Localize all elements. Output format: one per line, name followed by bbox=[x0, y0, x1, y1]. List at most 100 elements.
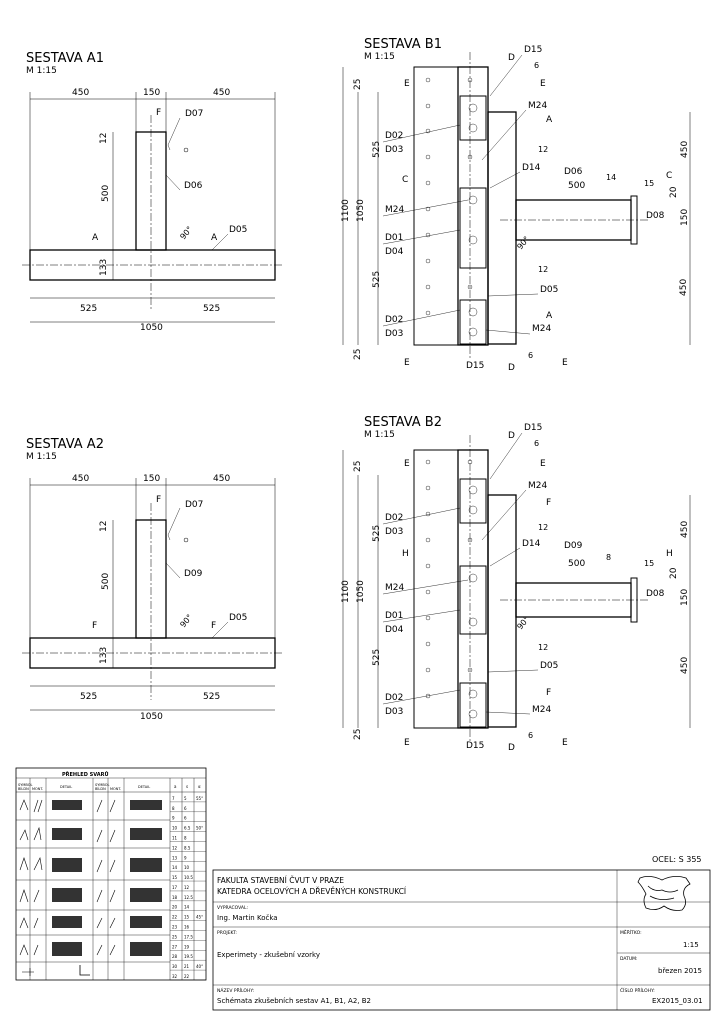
b1-dim-525b: 525 bbox=[372, 271, 382, 288]
b2-dim-500: 500 bbox=[568, 559, 585, 569]
weld-col-bilde-2: BÍLDN bbox=[95, 786, 106, 791]
weld-col-symbol: SYMBOL bbox=[18, 783, 32, 787]
b1-scale: M 1:15 bbox=[364, 52, 395, 62]
weld-table-cell: 5 bbox=[184, 796, 187, 801]
weld-table-cell: 23 bbox=[172, 925, 178, 930]
tb-vypracoval-label: VYPRACOVAL: bbox=[217, 905, 248, 911]
weld-details bbox=[22, 800, 162, 976]
b1-label-d08: D08 bbox=[646, 211, 665, 221]
weld-table-cell: 13 bbox=[172, 855, 178, 860]
weld-table-cell: 9 bbox=[172, 816, 175, 821]
tb-cislo-label: ČÍSLO PŘÍLOHY: bbox=[620, 986, 655, 994]
b1-dim-r450b: 450 bbox=[679, 279, 689, 296]
a2-scale: M 1:15 bbox=[26, 452, 57, 462]
weld-table-cell: 15 bbox=[172, 875, 178, 880]
a1-dim-mid: 150 bbox=[143, 88, 160, 98]
b1-sec-a-bot: A bbox=[546, 311, 553, 321]
weld-table-cell: 17.5 bbox=[184, 934, 193, 939]
b1-angle: 90° bbox=[515, 235, 531, 252]
weld-table-cell: 6 bbox=[184, 806, 187, 811]
b1-weld-12-bot: 12 bbox=[538, 265, 548, 274]
b2-sec-d-top: D bbox=[508, 431, 515, 441]
weld-table-cell: 7 bbox=[172, 796, 175, 801]
weld-table-cell: 18 bbox=[172, 895, 178, 900]
weld-symbols bbox=[19, 799, 116, 956]
b2-sec-h-right: H bbox=[666, 549, 673, 559]
tb-faculty: FAKULTA STAVEBNÍ ČVUT V PRAZE bbox=[217, 876, 344, 885]
b2-label-d05: D05 bbox=[540, 661, 558, 671]
a2-dim-right: 450 bbox=[213, 474, 230, 484]
b2-holes bbox=[425, 459, 478, 719]
weld-table-cell: 14 bbox=[184, 905, 190, 910]
b2-label-d03: D03 bbox=[385, 527, 403, 537]
b2-dim-r20: 20 bbox=[669, 567, 679, 579]
assembly-b1: SESTAVA B1 M 1:15 25 bbox=[341, 37, 691, 373]
b2-title: SESTAVA B2 bbox=[364, 415, 442, 430]
a1-label-d06: D06 bbox=[184, 181, 203, 191]
a1-dim-b-right: 525 bbox=[203, 304, 220, 314]
weld-table-title: PŘEHLED SVARŮ bbox=[62, 771, 109, 778]
b2-label-d01: D01 bbox=[385, 611, 403, 621]
b1-weld-14: 14 bbox=[606, 173, 616, 182]
b1-dim-r150: 150 bbox=[680, 209, 690, 226]
b1-sec-e-bot-r: E bbox=[562, 358, 568, 368]
b1-label-d14: D14 bbox=[522, 163, 541, 173]
b1-label-d03: D03 bbox=[385, 145, 403, 155]
b2-dim-525a: 525 bbox=[372, 525, 382, 542]
b2-sec-e-top-r: E bbox=[540, 459, 546, 469]
b2-label-m24: M24 bbox=[385, 583, 404, 593]
weld-col-mont-2: MONT. bbox=[110, 787, 121, 791]
a1-label-a-right: A bbox=[211, 233, 218, 243]
weld-col-s: s bbox=[186, 784, 188, 789]
tb-meritko: 1:15 bbox=[683, 941, 699, 949]
weld-table: PŘEHLED SVARŮ SYMBOL BÍLDN MONT. DETAIL … bbox=[15, 767, 207, 981]
weld-table-cell: 10 bbox=[184, 865, 190, 870]
b1-sec-e-top: E bbox=[404, 79, 410, 89]
weld-table-cell: 16 bbox=[184, 925, 190, 930]
weld-table-cell: 22 bbox=[172, 915, 178, 920]
a2-label-d07: D07 bbox=[185, 500, 203, 510]
a2-sec-left: F bbox=[92, 621, 97, 631]
b1-dim-25-top: 25 bbox=[353, 79, 363, 90]
b1-label-d03b: D03 bbox=[385, 329, 403, 339]
weld-table-cell: 6.5 bbox=[184, 826, 191, 831]
a1-dim-left: 450 bbox=[72, 88, 89, 98]
weld-table-cell: 32 bbox=[172, 974, 178, 979]
a2-label-d09: D09 bbox=[184, 569, 203, 579]
weld-table-cell: 20 bbox=[172, 905, 178, 910]
weld-table-cell: 45° bbox=[196, 915, 203, 920]
b2-sec-d-bot: D bbox=[508, 743, 515, 753]
assembly-b2: SESTAVA B2 M 1:15 25 525 1100 1050 bbox=[341, 415, 691, 753]
b2-dim-r450b: 450 bbox=[680, 657, 690, 674]
weld-col-symbol-2: SYMBOL bbox=[95, 783, 109, 787]
a2-dim-b-left: 525 bbox=[80, 692, 97, 702]
b2-dim-1100: 1100 bbox=[341, 580, 351, 603]
assembly-a2: SESTAVA A2 M 1:15 450 150 450 12 500 133… bbox=[22, 437, 282, 722]
assembly-a1: SESTAVA A1 M 1:15 450 150 450 12 500 133… bbox=[22, 51, 282, 333]
b2-sec-e-top: E bbox=[404, 459, 410, 469]
b1-label-d01: D01 bbox=[385, 233, 403, 243]
weld-table-cell: 17 bbox=[172, 885, 178, 890]
tb-dept: KATEDRA OCELOVÝCH A DŘEVĚNÝCH KONSTRUKCÍ bbox=[217, 887, 406, 896]
a1-label-d07: D07 bbox=[185, 109, 203, 119]
b1-dim-r20: 20 bbox=[669, 186, 679, 198]
b1-dim-1050: 1050 bbox=[356, 199, 366, 222]
b2-weld-12-top: 12 bbox=[538, 523, 548, 532]
b2-sec-e-bot: E bbox=[404, 738, 410, 748]
tb-datum: březen 2015 bbox=[658, 967, 702, 975]
a1-dim-total: 1050 bbox=[140, 323, 163, 333]
weld-table-cell: 12.5 bbox=[184, 895, 193, 900]
a1-label-f: F bbox=[156, 108, 161, 118]
b2-label-d02: D02 bbox=[385, 513, 403, 523]
b1-label-d02: D02 bbox=[385, 131, 403, 141]
title-block: OCEL: S 355 FAKULTA STAVEBNÍ ČVUT V PRAZ… bbox=[212, 855, 711, 1011]
b2-dim-25-bot: 25 bbox=[353, 729, 363, 740]
b2-dim-525b: 525 bbox=[372, 649, 382, 666]
b1-weld-15: 15 bbox=[644, 179, 654, 188]
tb-projekt: Experimety - zkušební vzorky bbox=[217, 951, 320, 959]
a2-dim-mid: 150 bbox=[143, 474, 160, 484]
a1-label-d05: D05 bbox=[229, 225, 247, 235]
b1-dim-1100: 1100 bbox=[341, 199, 351, 222]
b2-weld-8: 8 bbox=[606, 553, 611, 562]
